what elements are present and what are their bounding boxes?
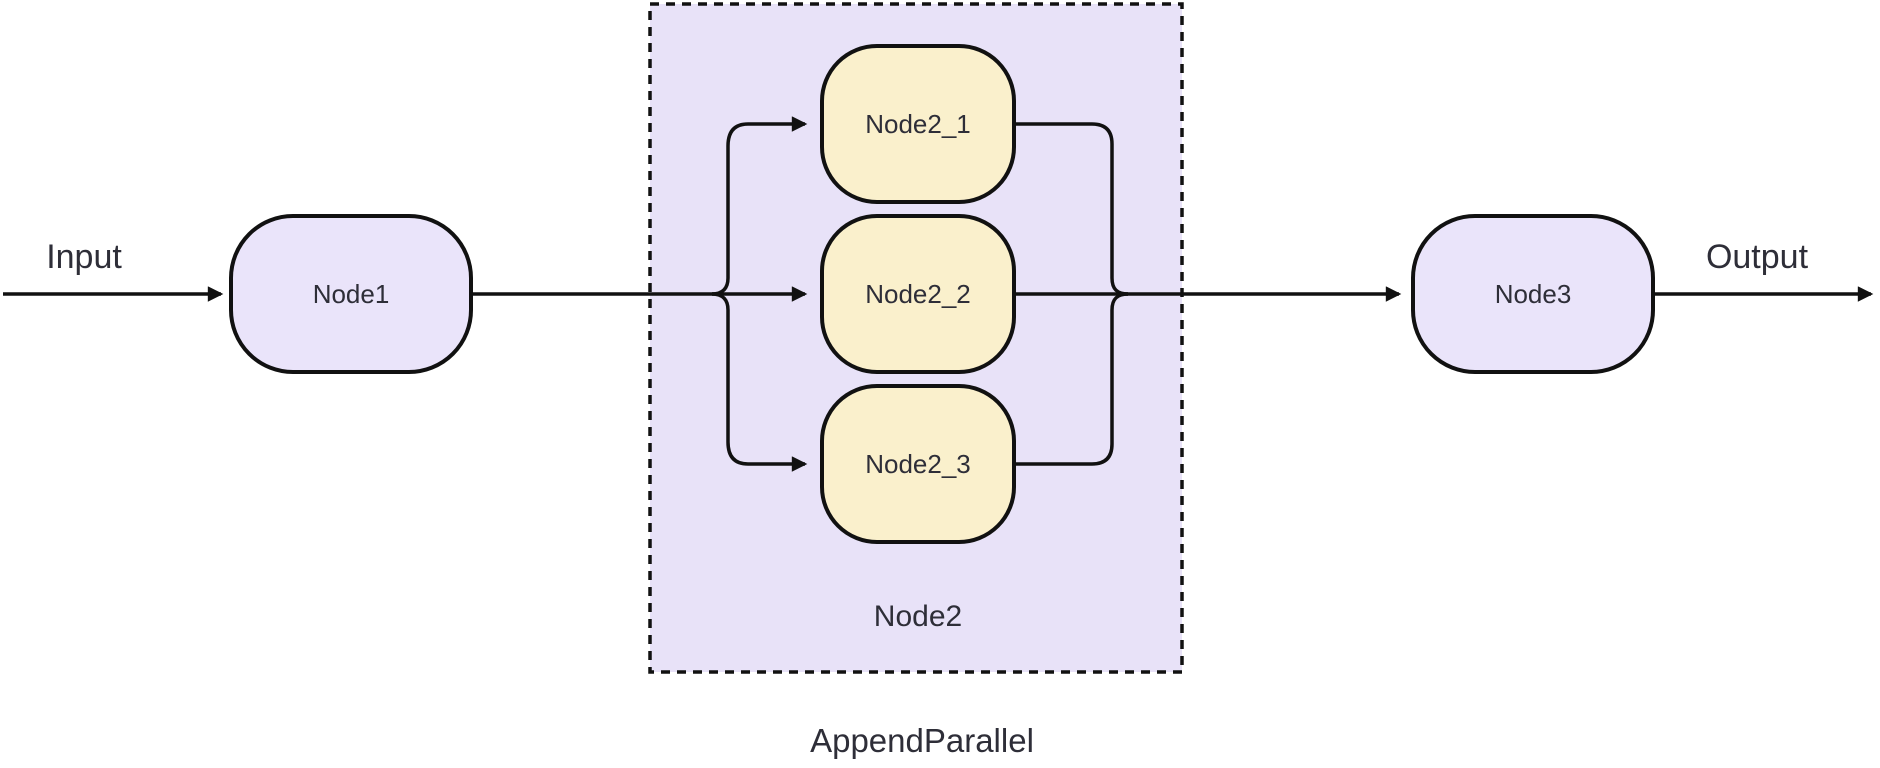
- node-node2_1: [820, 44, 1016, 204]
- node-node2_3: [820, 384, 1016, 544]
- node-node2_2: [820, 214, 1016, 374]
- edge-node1-to-node2_1: [711, 116, 808, 296]
- group-node2-label: Node2: [874, 600, 962, 633]
- node3-label: Node3: [1495, 279, 1572, 309]
- node2_1-label: Node2_1: [865, 109, 971, 139]
- node-node1: [229, 214, 473, 374]
- input-label: Input: [46, 238, 122, 276]
- edge-node1-to-node2_3: [711, 292, 808, 472]
- node2_3-label: Node2_3: [865, 449, 971, 479]
- node-node3: [1411, 214, 1655, 374]
- node2_2-label: Node2_2: [865, 279, 971, 309]
- edge-node2_1-merge: [1014, 122, 1129, 296]
- edge-node2_3-merge: [1014, 292, 1129, 466]
- group-caption-appendparallel: AppendParallel: [810, 722, 1034, 759]
- output-label: Output: [1706, 238, 1809, 276]
- node1-label: Node1: [313, 279, 390, 309]
